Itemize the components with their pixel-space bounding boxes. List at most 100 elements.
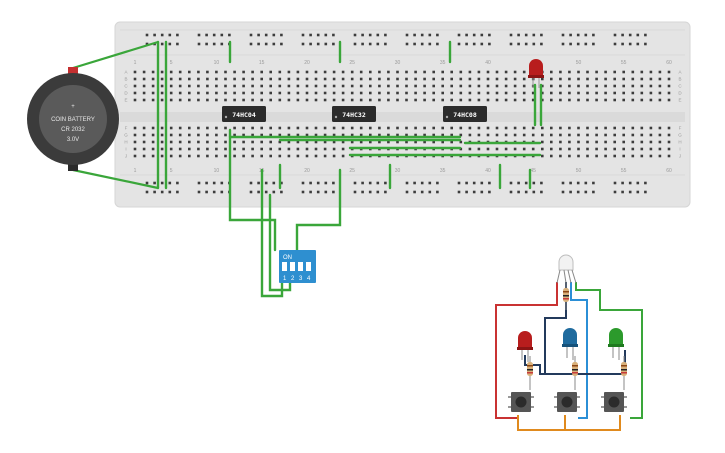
breadboard-hole[interactable] bbox=[323, 91, 327, 95]
breadboard-hole[interactable] bbox=[341, 133, 345, 137]
breadboard-hole[interactable] bbox=[133, 154, 137, 158]
breadboard-hole[interactable] bbox=[197, 140, 200, 144]
breadboard-hole[interactable] bbox=[368, 42, 372, 46]
breadboard-hole[interactable] bbox=[272, 190, 276, 194]
breadboard-hole[interactable] bbox=[667, 70, 671, 74]
breadboard-hole[interactable] bbox=[586, 140, 589, 144]
breadboard-hole[interactable] bbox=[477, 147, 481, 151]
breadboard-hole[interactable] bbox=[272, 42, 276, 46]
breadboard-hole[interactable] bbox=[531, 133, 535, 137]
breadboard-hole[interactable] bbox=[251, 84, 254, 88]
wire-navy-bus[interactable] bbox=[524, 355, 620, 375]
breadboard-hole[interactable] bbox=[524, 190, 528, 194]
breadboard-hole[interactable] bbox=[604, 77, 607, 81]
breadboard-hole[interactable] bbox=[169, 126, 173, 130]
breadboard-hole[interactable] bbox=[142, 154, 146, 158]
breadboard-hole[interactable] bbox=[188, 140, 191, 144]
breadboard-hole[interactable] bbox=[341, 126, 345, 130]
breadboard-hole[interactable] bbox=[559, 140, 562, 144]
breadboard-hole[interactable] bbox=[592, 33, 595, 37]
breadboard-hole[interactable] bbox=[151, 91, 155, 95]
breadboard-hole[interactable] bbox=[459, 70, 463, 74]
breadboard-hole[interactable] bbox=[577, 70, 580, 74]
breadboard-hole[interactable] bbox=[376, 190, 380, 194]
breadboard-hole[interactable] bbox=[178, 147, 182, 151]
breadboard-hole[interactable] bbox=[169, 147, 173, 151]
breadboard-hole[interactable] bbox=[486, 98, 490, 102]
breadboard-hole[interactable] bbox=[378, 84, 381, 88]
breadboard-hole[interactable] bbox=[495, 133, 499, 137]
breadboard-hole[interactable] bbox=[413, 42, 416, 46]
breadboard-hole[interactable] bbox=[428, 181, 432, 185]
breadboard-hole[interactable] bbox=[568, 154, 571, 158]
breadboard-hole[interactable] bbox=[658, 133, 662, 137]
breadboard-hole[interactable] bbox=[522, 147, 526, 151]
breadboard-hole[interactable] bbox=[488, 190, 491, 194]
breadboard-hole[interactable] bbox=[169, 154, 173, 158]
breadboard-hole[interactable] bbox=[568, 77, 571, 81]
breadboard-hole[interactable] bbox=[260, 126, 263, 130]
breadboard-hole[interactable] bbox=[667, 77, 671, 81]
breadboard-hole[interactable] bbox=[251, 77, 254, 81]
breadboard-hole[interactable] bbox=[550, 126, 553, 130]
breadboard-hole[interactable] bbox=[550, 154, 553, 158]
breadboard-hole[interactable] bbox=[477, 126, 481, 130]
breadboard-hole[interactable] bbox=[188, 147, 191, 151]
breadboard-hole[interactable] bbox=[368, 33, 372, 37]
breadboard-hole[interactable] bbox=[233, 154, 236, 158]
breadboard-hole[interactable] bbox=[142, 84, 146, 88]
breadboard-hole[interactable] bbox=[559, 126, 562, 130]
breadboard-hole[interactable] bbox=[332, 147, 336, 151]
breadboard-hole[interactable] bbox=[465, 33, 468, 37]
breadboard-hole[interactable] bbox=[212, 190, 216, 194]
breadboard-hole[interactable] bbox=[428, 190, 432, 194]
breadboard-hole[interactable] bbox=[332, 77, 336, 81]
breadboard-hole[interactable] bbox=[305, 98, 309, 102]
breadboard-hole[interactable] bbox=[441, 70, 444, 74]
breadboard-hole[interactable] bbox=[369, 140, 372, 144]
breadboard-hole[interactable] bbox=[332, 181, 335, 185]
breadboard-hole[interactable] bbox=[332, 126, 336, 130]
breadboard-hole[interactable] bbox=[305, 91, 309, 95]
wire-battery-negative[interactable] bbox=[72, 168, 159, 190]
breadboard-hole[interactable] bbox=[269, 77, 272, 81]
breadboard-hole[interactable] bbox=[405, 190, 409, 194]
breadboard-hole[interactable] bbox=[242, 154, 245, 158]
breadboard-hole[interactable] bbox=[188, 133, 191, 137]
breadboard-hole[interactable] bbox=[522, 126, 526, 130]
breadboard-hole[interactable] bbox=[423, 133, 426, 137]
led-blue[interactable] bbox=[562, 328, 578, 360]
breadboard-hole[interactable] bbox=[160, 42, 164, 46]
breadboard-hole[interactable] bbox=[287, 147, 291, 151]
breadboard-hole[interactable] bbox=[301, 42, 305, 46]
breadboard-hole[interactable] bbox=[622, 77, 625, 81]
breadboard-hole[interactable] bbox=[495, 84, 499, 88]
breadboard-hole[interactable] bbox=[264, 181, 268, 185]
breadboard-hole[interactable] bbox=[405, 77, 408, 81]
breadboard-hole[interactable] bbox=[477, 91, 481, 95]
breadboard-hole[interactable] bbox=[169, 70, 173, 74]
breadboard-hole[interactable] bbox=[405, 91, 408, 95]
breadboard-hole[interactable] bbox=[450, 77, 453, 81]
breadboard-hole[interactable] bbox=[178, 126, 182, 130]
breadboard-hole[interactable] bbox=[296, 91, 300, 95]
breadboard-hole[interactable] bbox=[636, 42, 640, 46]
resistor-red[interactable] bbox=[527, 356, 533, 390]
breadboard-hole[interactable] bbox=[160, 190, 164, 194]
breadboard-hole[interactable] bbox=[621, 190, 624, 194]
breadboard-hole[interactable] bbox=[269, 70, 272, 74]
breadboard-hole[interactable] bbox=[341, 140, 345, 144]
breadboard-hole[interactable] bbox=[323, 70, 327, 74]
breadboard-hole[interactable] bbox=[332, 140, 336, 144]
breadboard-hole[interactable] bbox=[504, 98, 508, 102]
breadboard-hole[interactable] bbox=[133, 126, 137, 130]
breadboard-hole[interactable] bbox=[658, 70, 662, 74]
breadboard-hole[interactable] bbox=[559, 147, 562, 151]
breadboard-hole[interactable] bbox=[206, 98, 209, 102]
breadboard-hole[interactable] bbox=[314, 77, 318, 81]
breadboard-hole[interactable] bbox=[178, 77, 182, 81]
breadboard-hole[interactable] bbox=[459, 133, 463, 137]
breadboard-hole[interactable] bbox=[269, 84, 272, 88]
breadboard-hole[interactable] bbox=[667, 147, 671, 151]
breadboard-hole[interactable] bbox=[622, 98, 625, 102]
